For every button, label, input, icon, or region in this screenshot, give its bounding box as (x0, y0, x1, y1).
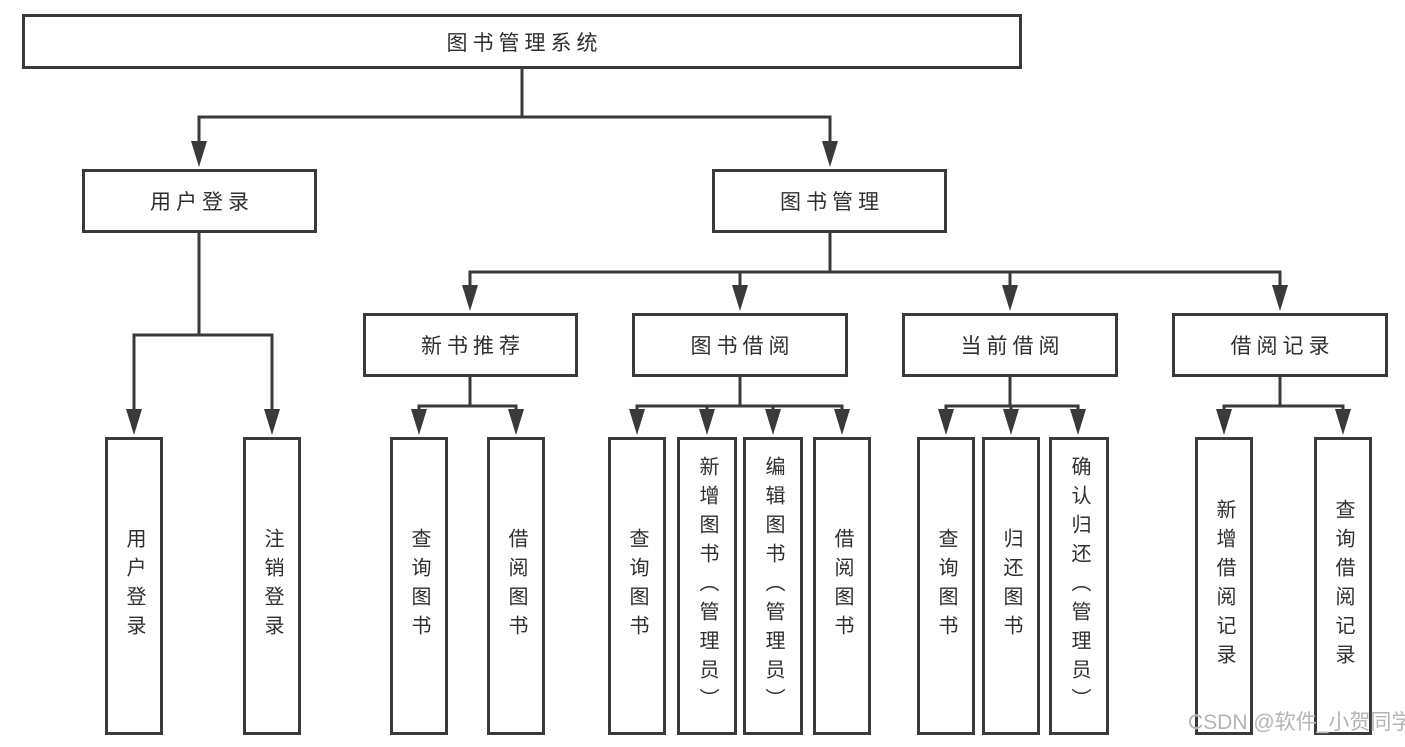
arrowheads (126, 141, 1351, 435)
node-user-login: 用户登录 (82, 169, 317, 233)
leaf-label: 借阅图书 (831, 528, 853, 644)
node-book-borrowing: 图书借阅 (632, 313, 848, 377)
leaf-search-borrow-record: 查询借阅记录 (1314, 437, 1372, 735)
leaf-label: 查询图书 (408, 528, 430, 644)
connector-root-to-level2 (197, 68, 832, 144)
node-current-borrowing: 当前借阅 (902, 313, 1118, 377)
leaf-label: 查询图书 (626, 528, 648, 644)
leaf-search-books-borrowing: 查询图书 (608, 437, 666, 735)
leaf-search-books-newbooks: 查询图书 (390, 437, 448, 735)
node-label: 当前借阅 (960, 335, 1065, 358)
node-label: 借阅记录 (1230, 335, 1335, 358)
leaf-label: 查询图书 (935, 528, 957, 644)
node-label: 新书推荐 (421, 335, 525, 358)
leaf-edit-books-admin: 编辑图书（管理员） (743, 437, 803, 735)
leaf-label: 新增图书（管理员） (696, 455, 718, 717)
leaf-borrow-books-borrowing: 借阅图书 (813, 437, 871, 735)
connector-current-to-leaves (944, 377, 1080, 412)
leaf-logout: 注销登录 (243, 437, 301, 735)
leaf-confirm-return-admin: 确认归还（管理员） (1049, 437, 1109, 735)
leaf-add-books-admin: 新增图书（管理员） (677, 437, 737, 735)
leaf-label: 归还图书 (1000, 528, 1022, 644)
leaf-return-books: 归还图书 (982, 437, 1040, 735)
leaf-label: 编辑图书（管理员） (762, 455, 784, 717)
leaf-label: 借阅图书 (505, 528, 527, 644)
connector-borrowing-to-leaves (635, 377, 844, 412)
leaf-label: 注销登录 (261, 528, 283, 644)
connector-records-to-leaves (1222, 377, 1345, 412)
connector-bookmgmt-to-level3 (468, 233, 1282, 289)
node-label: 图书借阅 (690, 335, 795, 358)
leaf-label: 新增借阅记录 (1213, 499, 1235, 673)
connector-userlogin-to-leaves (132, 233, 274, 412)
node-new-book-recommendation: 新书推荐 (363, 313, 578, 377)
node-borrowing-records: 借阅记录 (1172, 313, 1388, 377)
leaf-search-books-current: 查询图书 (917, 437, 975, 735)
csdn-watermark: CSDN @软件_小贺同学 (1188, 711, 1405, 734)
leaf-label: 确认归还（管理员） (1068, 455, 1090, 717)
node-label: 图书管理 (780, 191, 884, 214)
leaf-add-borrow-record: 新增借阅记录 (1195, 437, 1253, 735)
node-book-management: 图书管理 (712, 169, 947, 233)
connector-newbooks-to-leaves (417, 377, 518, 412)
leaf-label: 用户登录 (123, 528, 145, 644)
node-label: 图书管理系统 (446, 31, 603, 55)
node-label: 用户登录 (150, 191, 254, 214)
leaf-borrow-books-newbooks: 借阅图书 (487, 437, 545, 735)
leaf-user-login: 用户登录 (105, 437, 163, 735)
node-library-management-system: 图书管理系统 (22, 14, 1022, 69)
leaf-label: 查询借阅记录 (1332, 499, 1354, 673)
